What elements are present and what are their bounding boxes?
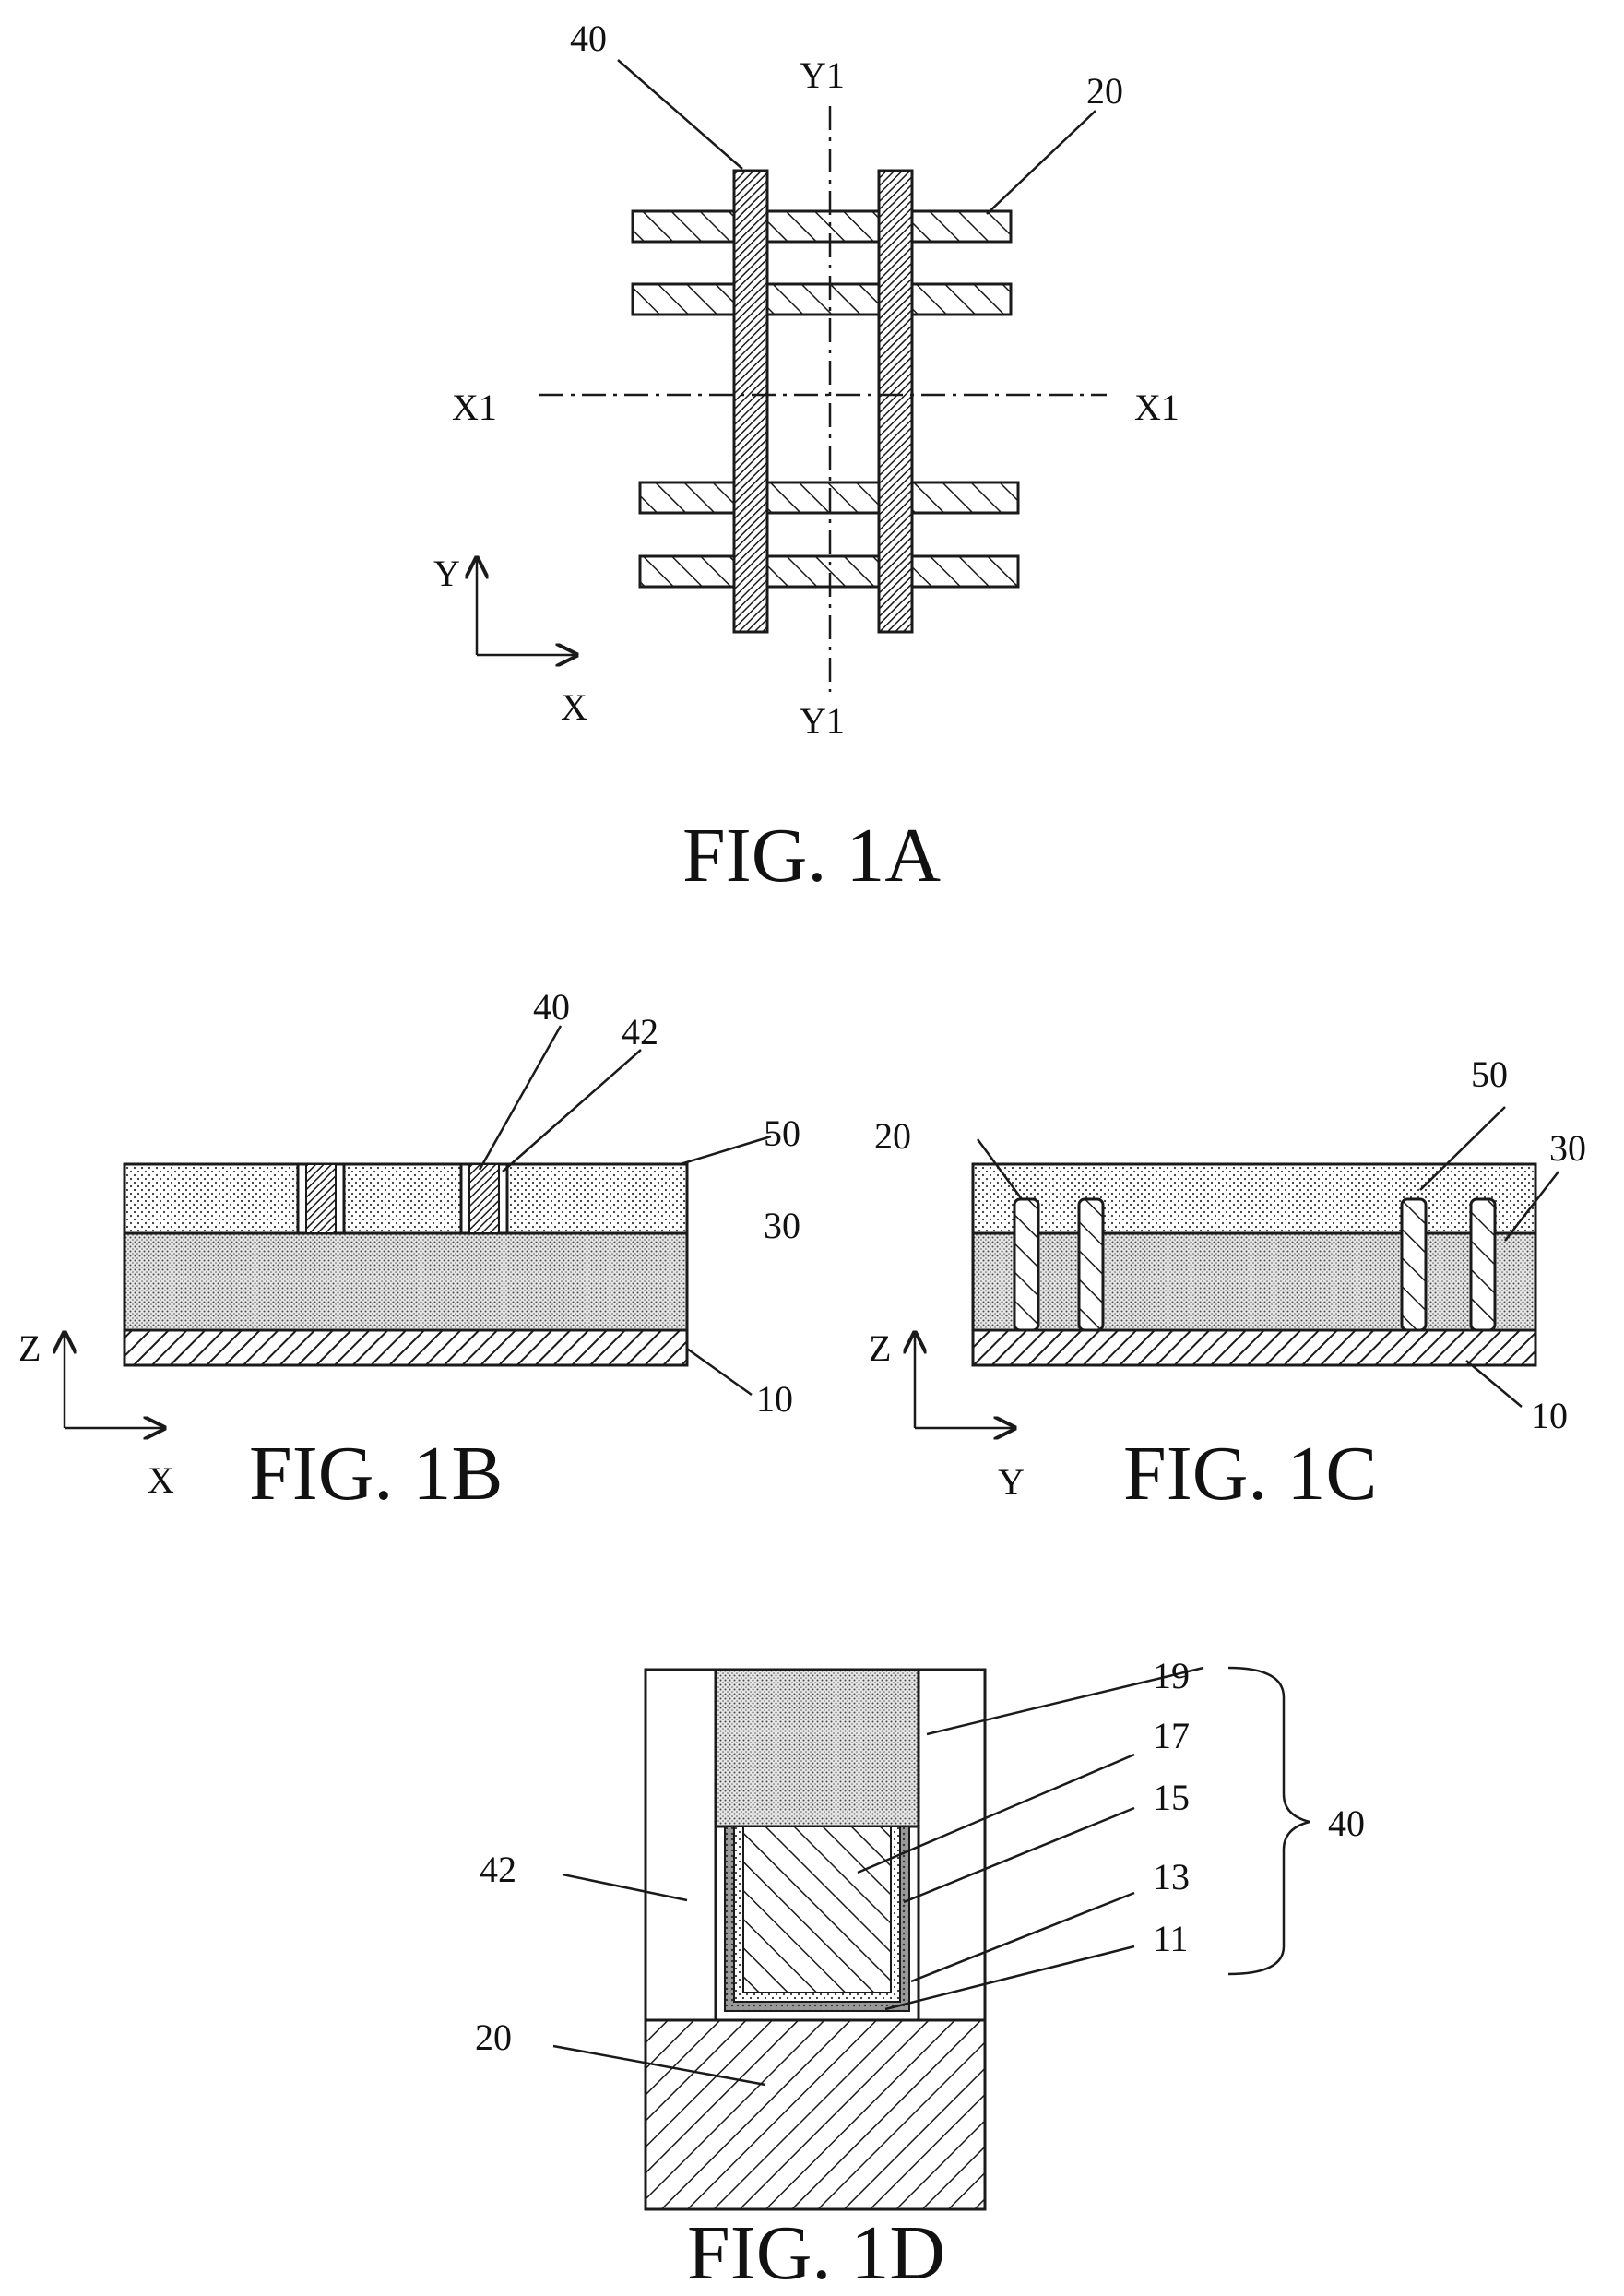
fig1b-layer-10 xyxy=(124,1330,687,1365)
fig1b-leader-10 xyxy=(687,1349,752,1395)
fig1d-label-15: 15 xyxy=(1153,1777,1190,1818)
fig1a-bar-40-right xyxy=(879,171,912,632)
fig1a-leader-20 xyxy=(987,111,1096,214)
fig1d-label-40: 40 xyxy=(1328,1802,1365,1844)
fig1c-layer-50 xyxy=(973,1164,1535,1233)
fig1d-label-20: 20 xyxy=(475,2016,512,2058)
fig1d-label-19: 19 xyxy=(1153,1655,1190,1696)
fig1a-label-40: 40 xyxy=(570,18,607,59)
fig1b-axis-x-label: X xyxy=(148,1459,174,1501)
fig1b-pillar-40-left-core xyxy=(306,1164,336,1233)
fig1d-label-17: 17 xyxy=(1153,1715,1190,1756)
fig1a-bar-20-row1 xyxy=(633,211,1011,242)
fig1c-fin-20-1 xyxy=(1014,1199,1038,1330)
fig-1d: 19 17 15 13 11 40 42 20 FIG. 1D xyxy=(475,1655,1365,2296)
fig1b-label-40: 40 xyxy=(533,986,570,1028)
fig1b-label-10: 10 xyxy=(756,1378,793,1420)
fig1c-layer-10 xyxy=(973,1330,1535,1365)
fig1a-bar-40-left xyxy=(734,171,767,632)
fig1a-label-x1-left: X1 xyxy=(452,387,497,428)
fig1d-label-11: 11 xyxy=(1153,1918,1189,1959)
fig1c-label-30: 30 xyxy=(1549,1127,1586,1169)
fig1d-layer-19 xyxy=(716,1670,919,1826)
fig1b-label-30: 30 xyxy=(764,1205,800,1246)
fig1d-label-42: 42 xyxy=(480,1849,516,1890)
fig1a-label-20: 20 xyxy=(1086,70,1123,112)
fig1c-label-50: 50 xyxy=(1471,1053,1508,1095)
fig1b-layer-50 xyxy=(124,1164,687,1233)
fig1a-label-y1-top: Y1 xyxy=(800,54,845,96)
fig1c-fin-20-3 xyxy=(1402,1199,1426,1330)
fig1a-caption: FIG. 1A xyxy=(682,813,941,898)
fig1d-label-13: 13 xyxy=(1153,1856,1190,1897)
fig1b-axis-z-label: Z xyxy=(18,1327,41,1369)
fig1c-layer-30 xyxy=(973,1233,1535,1330)
fig1b-layer-30 xyxy=(124,1233,687,1330)
fig1c-label-20: 20 xyxy=(874,1115,911,1157)
fig1b-caption: FIG. 1B xyxy=(249,1431,503,1517)
fig1a-axis-y-label: Y xyxy=(433,553,460,594)
fig1a-label-x1-right: X1 xyxy=(1134,387,1179,428)
fig-1b: 40 42 50 30 10 Z X FIG. 1B xyxy=(18,986,800,1517)
fig1b-leader-40 xyxy=(480,1026,561,1170)
fig1b-leader-42 xyxy=(503,1050,641,1172)
fig1b-label-42: 42 xyxy=(622,1011,658,1053)
fig1a-bar-20-row2 xyxy=(633,284,1011,315)
fig1c-label-10: 10 xyxy=(1531,1395,1568,1436)
fig1c-fin-20-4 xyxy=(1471,1199,1495,1330)
fig1c-leader-10 xyxy=(1466,1361,1522,1407)
fig1b-pillar-40-right-core xyxy=(469,1164,499,1233)
fig1a-label-y1-bottom: Y1 xyxy=(800,700,845,742)
fig1d-layer-17 xyxy=(743,1826,891,1993)
fig1c-axis-z-label: Z xyxy=(869,1327,891,1369)
fig1a-leader-40 xyxy=(618,60,742,169)
fig1d-layer-20 xyxy=(646,2020,985,2209)
fig1c-fin-20-2 xyxy=(1079,1199,1103,1330)
fig1a-axis-x-label: X xyxy=(561,686,587,728)
fig1d-caption: FIG. 1D xyxy=(687,2210,945,2296)
fig1b-label-50: 50 xyxy=(764,1112,800,1154)
fig1c-caption: FIG. 1C xyxy=(1123,1431,1377,1517)
fig-1c: 20 50 30 10 Z Y FIG. 1C xyxy=(869,1053,1586,1517)
fig1d-bracket-40 xyxy=(1228,1668,1310,1974)
fig1b-leader-50 xyxy=(681,1136,771,1164)
fig-1a: 40 20 Y1 Y1 X1 X1 Y X FIG. 1A xyxy=(433,18,1179,898)
fig1c-axis-y-label: Y xyxy=(998,1461,1025,1503)
